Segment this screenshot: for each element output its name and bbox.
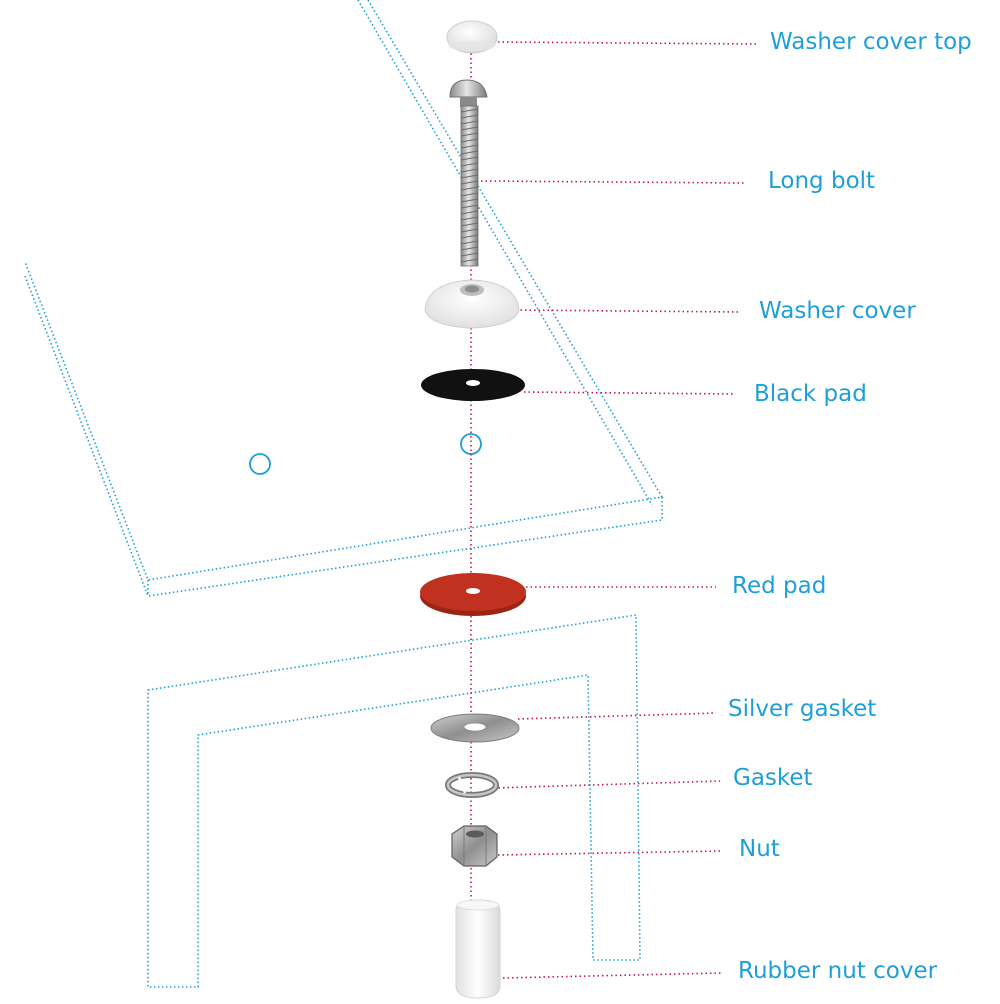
leader-rubber-nut-cover (502, 972, 722, 979)
hex-nut-icon (451, 825, 498, 867)
label-silver-gasket: Silver gasket (728, 696, 877, 722)
label-red-pad: Red pad (732, 573, 827, 599)
leader-silver-gasket (517, 712, 717, 720)
spring-washer-icon (445, 772, 499, 798)
label-long-bolt: Long bolt (768, 168, 876, 194)
label-rubber-nut-cover: Rubber nut cover (738, 958, 938, 984)
mounting-hole-left (249, 453, 271, 475)
leader-washer-cover-top (497, 41, 758, 45)
label-washer-cover-top: Washer cover top (770, 29, 972, 55)
flat-washer-icon (420, 573, 526, 616)
bolt-threads (460, 108, 479, 263)
flat-washer-icon (421, 369, 525, 401)
leader-lines (480, 41, 758, 979)
leader-gasket (493, 780, 721, 789)
label-black-pad: Black pad (754, 381, 867, 407)
conical-washer-icon (424, 279, 520, 329)
carriage-bolt-icon (449, 79, 488, 267)
dome-cap-icon (446, 20, 498, 54)
leader-black-pad (523, 391, 736, 395)
leader-washer-cover (515, 309, 739, 313)
label-washer-cover: Washer cover (759, 298, 916, 324)
leader-nut (497, 850, 721, 856)
label-gasket: Gasket (733, 765, 813, 791)
seat-board-outline (24, 0, 664, 597)
leader-long-bolt (480, 180, 746, 184)
label-nut: Nut (739, 836, 780, 862)
cap-sleeve-icon (455, 899, 501, 999)
toilet-rim-outline (147, 614, 641, 988)
flat-washer-icon (430, 713, 520, 743)
